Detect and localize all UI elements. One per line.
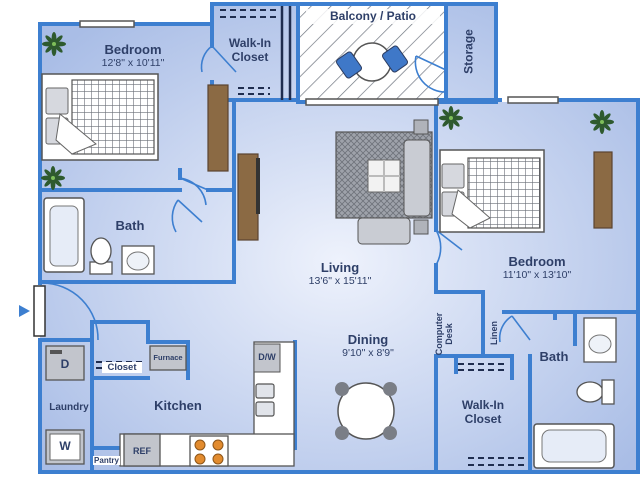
computer-desk-label: Computer Desk: [434, 312, 454, 356]
furnace: [149, 345, 187, 371]
bathtub-icon: [43, 197, 85, 273]
stove-icon: [189, 435, 229, 467]
dishwasher: [253, 343, 281, 373]
windows: [79, 20, 559, 106]
sink-icon: [583, 317, 617, 363]
room-name: Bath: [115, 218, 145, 233]
room-name: Living: [320, 260, 360, 275]
washer-label: W: [59, 439, 71, 453]
walk-in-closet-2-label: Walk-In Closet: [452, 398, 514, 426]
room-name: Dining: [347, 332, 389, 347]
closet-label: Closet: [102, 362, 142, 373]
entry-arrow-icon: [19, 305, 30, 317]
room-dimensions: 9'10" x 8'9": [342, 347, 394, 359]
dresser: [207, 84, 229, 172]
room-name: Walk-In Closet: [461, 398, 505, 426]
storage-label: Storage: [462, 15, 477, 89]
kitchen-sink-icon: [255, 383, 275, 417]
toilet-icon: [89, 237, 113, 275]
room-name: Kitchen: [154, 398, 202, 413]
linen-label: Linen: [489, 321, 499, 345]
room-name: Bath: [539, 349, 569, 364]
bedroom-2-label: Bedroom 11'10" x 13'10": [482, 254, 592, 282]
room-dimensions: 11'10" x 13'10": [502, 269, 572, 281]
pantry-label: Pantry: [93, 456, 120, 465]
room-name: Laundry: [49, 402, 89, 413]
bed-icon: [41, 73, 159, 161]
bath-2-label: Bath: [528, 349, 580, 364]
dryer: [45, 345, 85, 381]
room-dimensions: 12'8" x 10'11": [101, 57, 165, 69]
room-name: Balcony / Patio: [329, 9, 417, 23]
washer: [45, 429, 85, 465]
balcony-label: Balcony / Patio: [306, 9, 440, 24]
toilet-icon: [576, 379, 615, 405]
bed-icon: [439, 149, 545, 233]
dresser: [593, 151, 613, 229]
sink-icon: [121, 245, 155, 275]
room-dimensions: 13'6" x 15'11": [308, 275, 372, 287]
dining-table-icon: [335, 382, 397, 440]
furnace-label: Furnace: [153, 353, 183, 362]
room-name: Storage: [461, 29, 476, 74]
bathtub-icon: [533, 423, 615, 469]
entry-door: [33, 285, 46, 337]
dining-label: Dining 9'10" x 8'9": [318, 332, 418, 360]
living-label: Living 13'6" x 15'11": [290, 260, 390, 288]
bath-1-label: Bath: [104, 218, 156, 233]
patio-table-icon: [335, 42, 409, 82]
room-name: Walk-In Closet: [228, 36, 272, 64]
kitchen-label: Kitchen: [142, 398, 214, 413]
dishwasher-label: D/W: [258, 352, 276, 362]
refrigerator: [123, 433, 161, 467]
sofa-icon: [335, 119, 433, 245]
refrigerator-label: REF: [133, 446, 151, 456]
bedroom-1-label: Bedroom 12'8" x 10'11": [88, 42, 178, 70]
tv-console: [237, 153, 259, 241]
walk-in-closet-1-label: Walk-In Closet: [218, 36, 282, 64]
laundry-label: Laundry: [42, 400, 96, 415]
walls: [38, 2, 640, 474]
dryer-label: D: [60, 357, 70, 371]
door-swings: [41, 45, 531, 343]
room-name: Bedroom: [104, 42, 162, 57]
room-name: Bedroom: [508, 254, 566, 269]
